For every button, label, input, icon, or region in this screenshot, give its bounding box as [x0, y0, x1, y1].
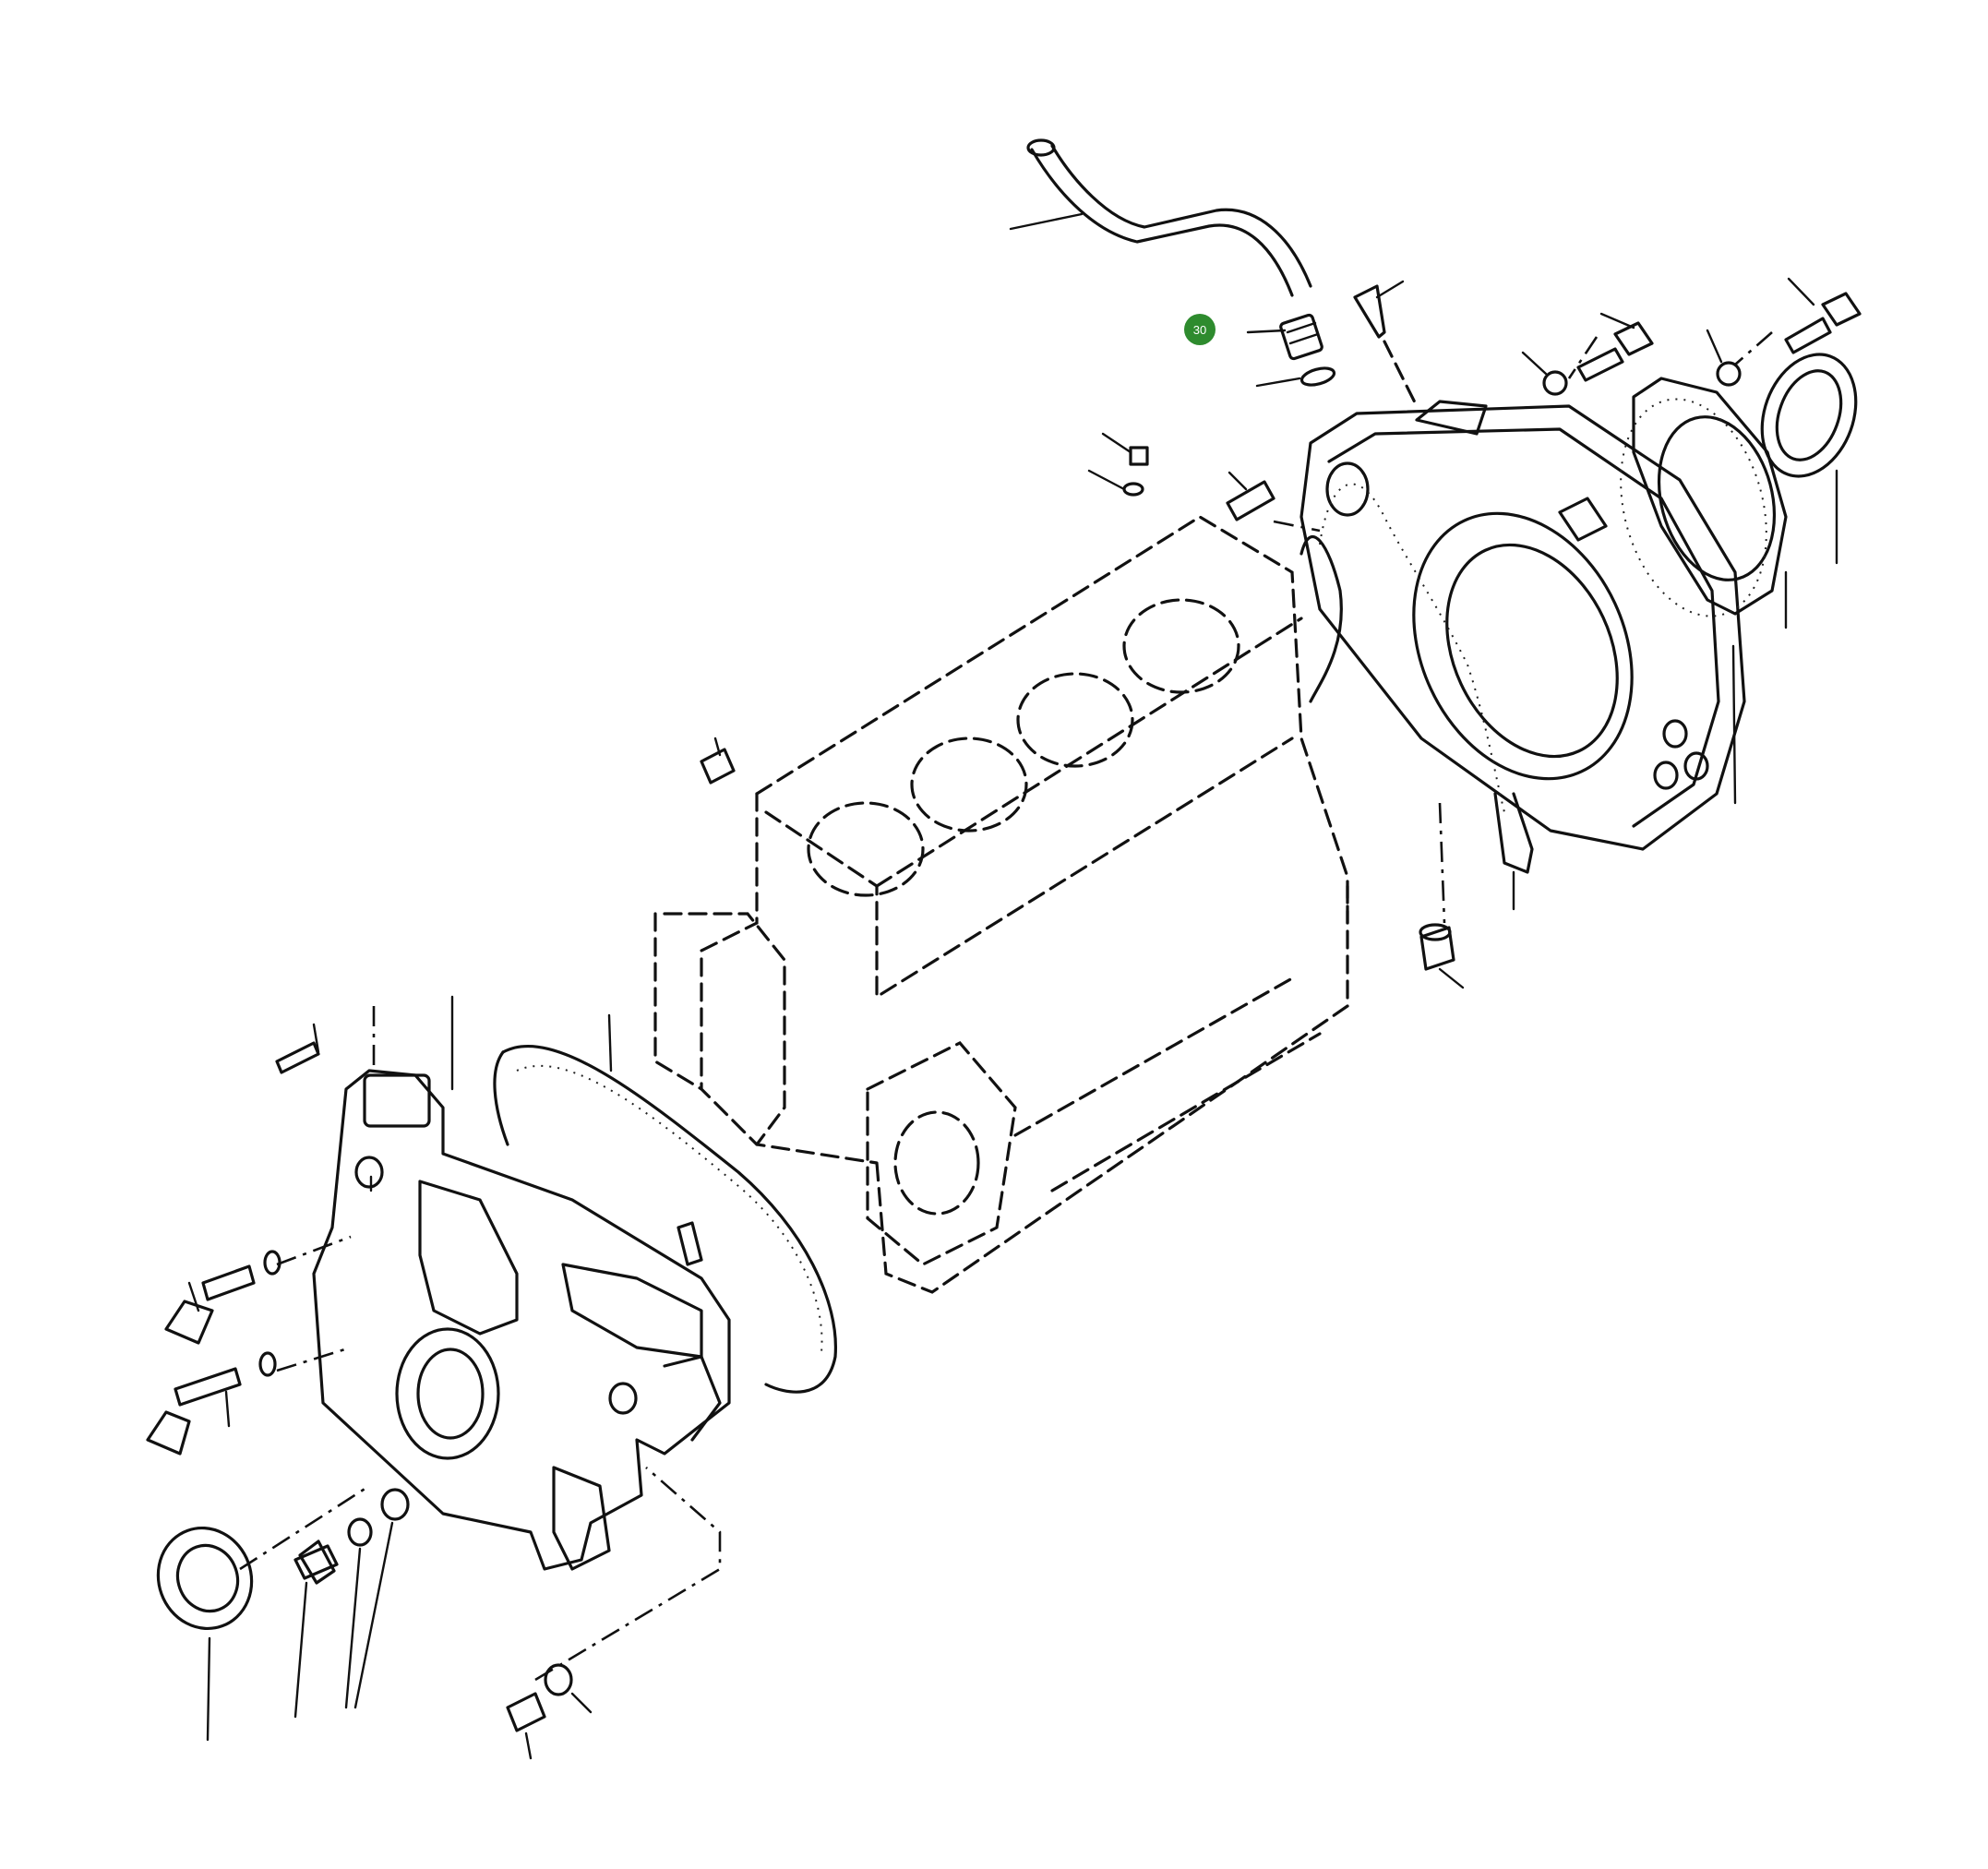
block-studs [677, 737, 736, 1266]
breather-tube [1009, 138, 1312, 297]
rear-oil-seal [1760, 353, 1858, 565]
callout-badge-label: 30 [1193, 323, 1206, 337]
housing-bolts [1521, 277, 1862, 396]
breather-fitting [1246, 313, 1336, 388]
callout-badge[interactable]: 30 [1184, 314, 1216, 345]
front-studs [146, 1023, 320, 1456]
housing-gasket [1299, 483, 1534, 911]
drain-plug-right [1419, 923, 1465, 989]
dowel-pins [1087, 280, 1419, 521]
callout-badge-circle[interactable] [1184, 314, 1216, 345]
assembly-lines [239, 331, 1773, 1682]
engine-block-phantom [653, 515, 1349, 1294]
flywheel-housing [1299, 400, 1746, 851]
front-oil-seal [156, 1526, 254, 1742]
front-cover-gasket [493, 1013, 838, 1394]
front-bottom-bolts [293, 1488, 593, 1760]
rear-seal-retainer [1620, 377, 1788, 629]
front-timing-cover [312, 995, 731, 1571]
